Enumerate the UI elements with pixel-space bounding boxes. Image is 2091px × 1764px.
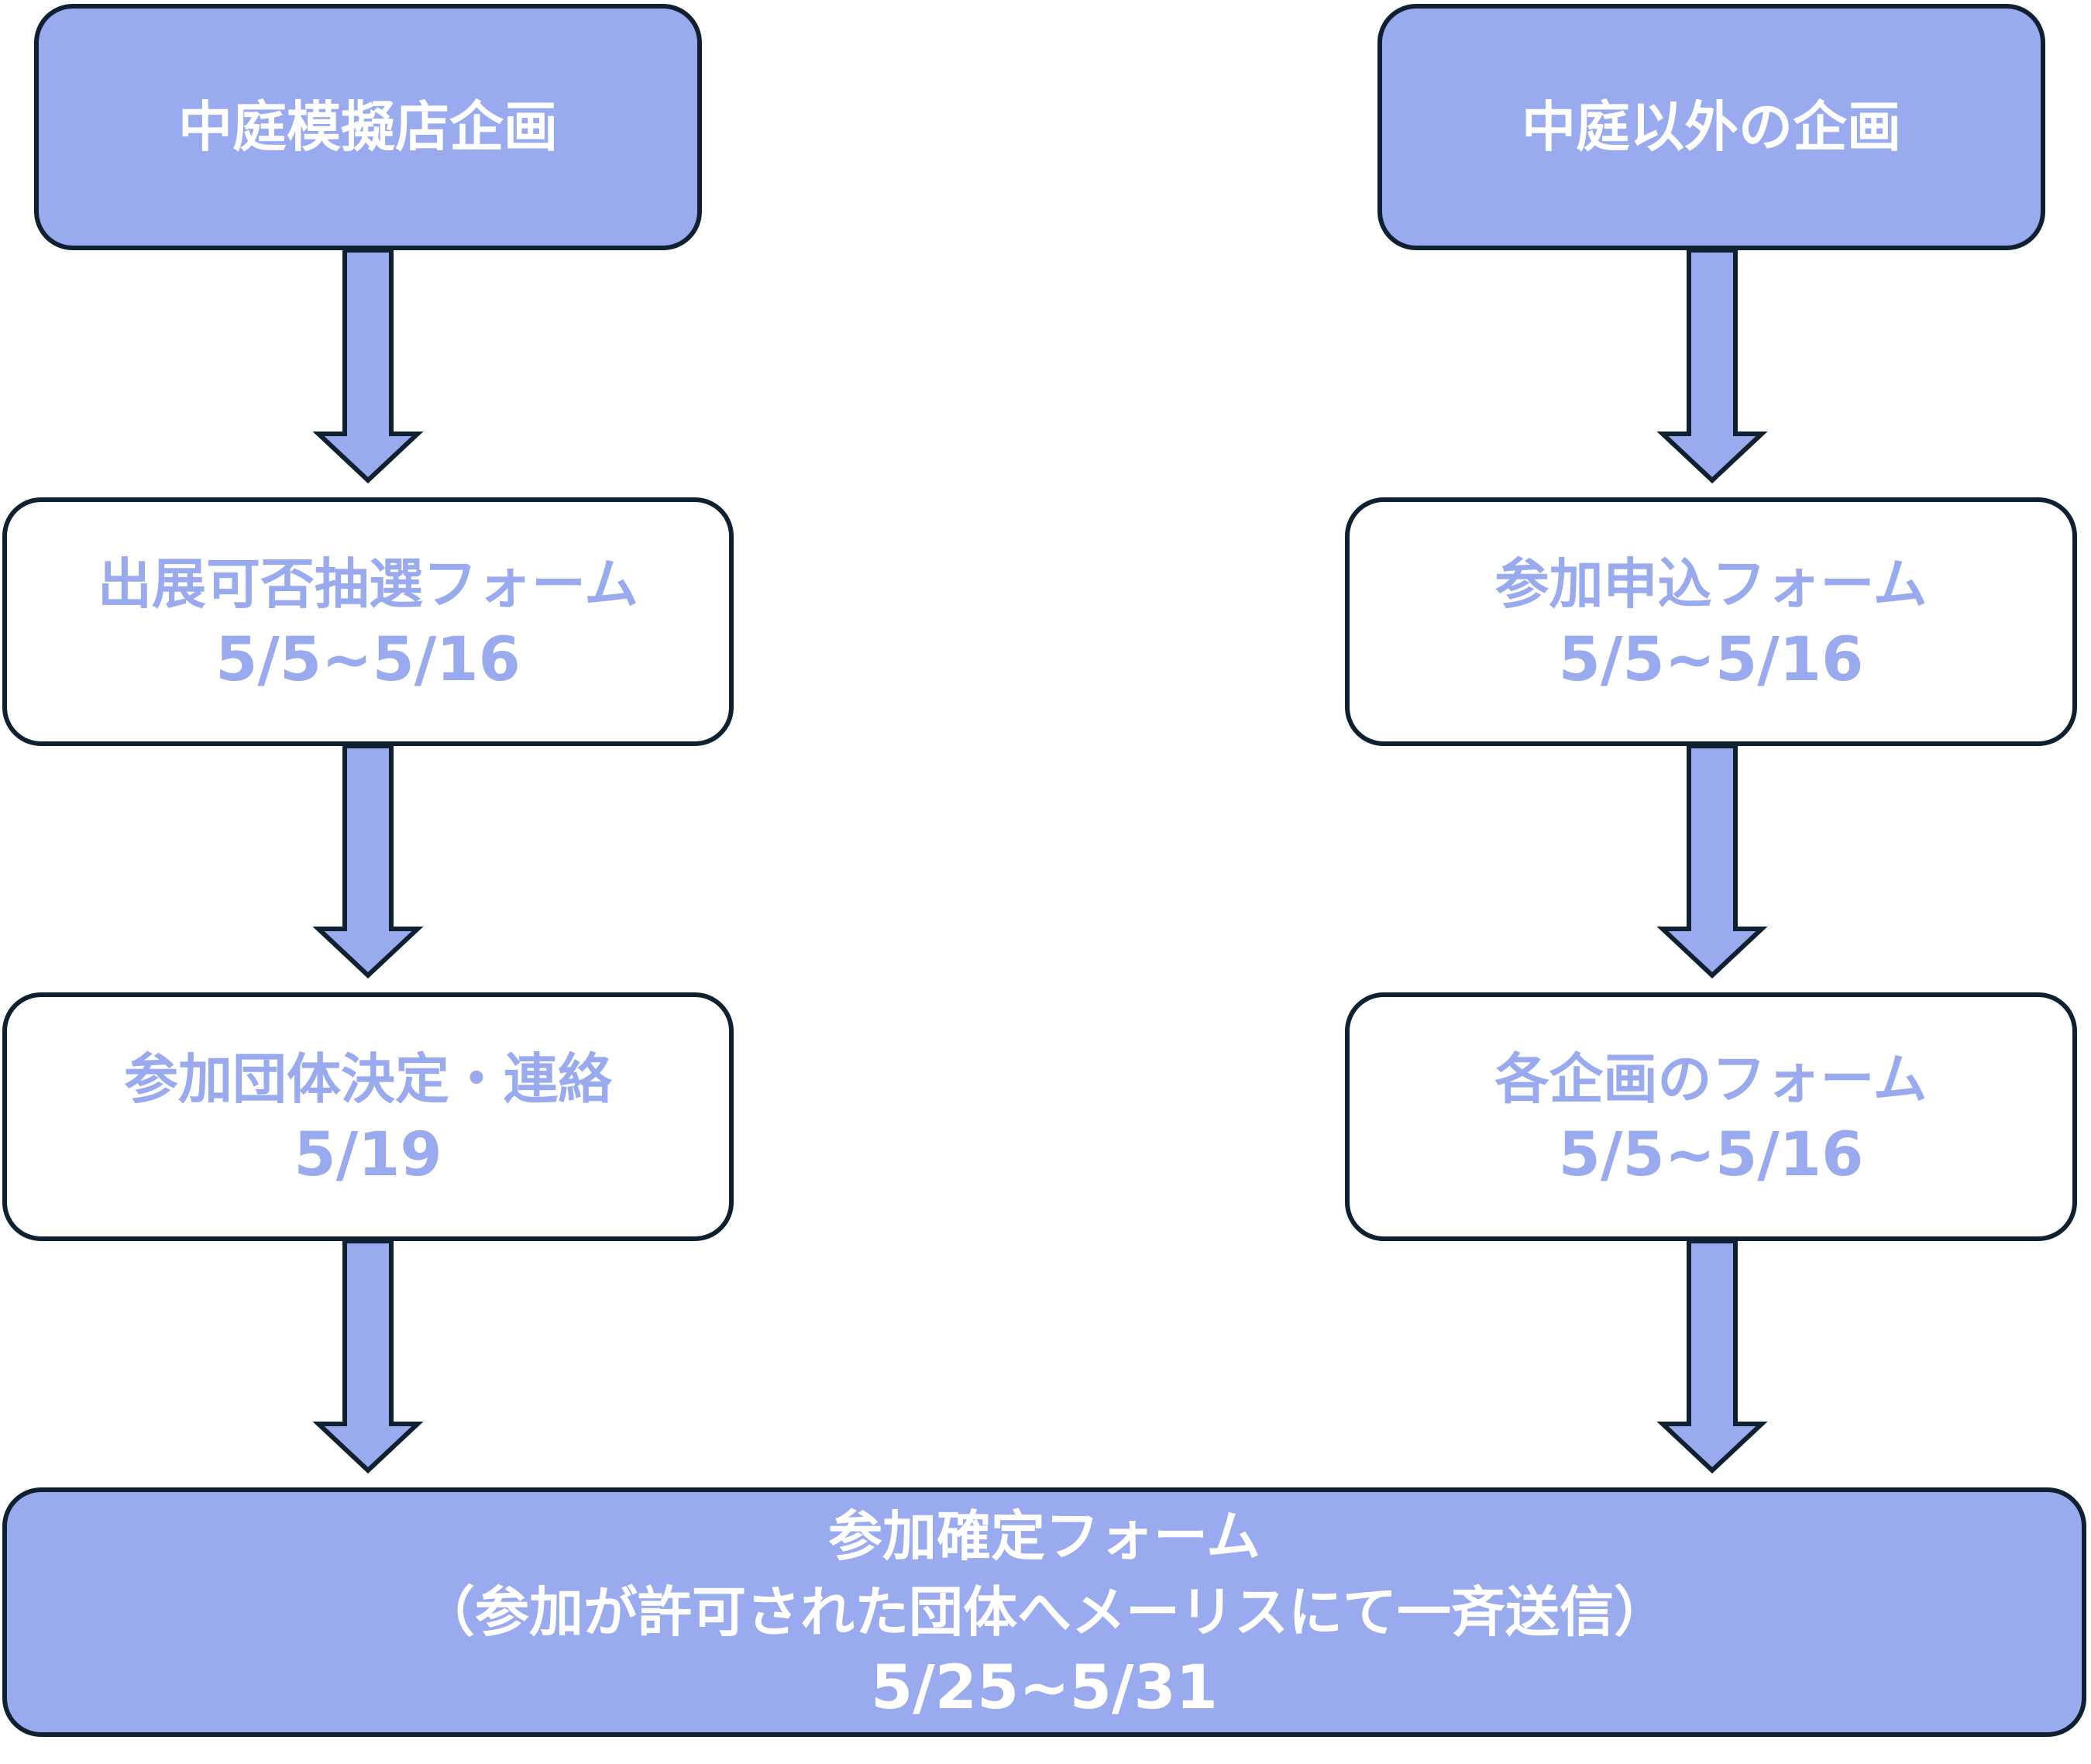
- left-step1-title: 出展可否抽選フォーム: [98, 552, 638, 616]
- final-title: 参加確定フォーム: [828, 1504, 1260, 1568]
- right-step1-date: 5/5~5/16: [1558, 624, 1864, 695]
- arrow-right-2: [1656, 744, 1768, 979]
- right-header-title: 中庭以外の企画: [1522, 95, 1901, 159]
- final-box: 参加確定フォーム （参加が許可された団体へメーリスにて一斉送信） 5/25~5/…: [2, 1487, 2086, 1737]
- arrow-right-3: [1656, 1239, 1768, 1474]
- left-step2-date: 5/19: [294, 1119, 442, 1190]
- right-step1-title: 参加申込フォーム: [1494, 552, 1928, 616]
- left-step1-box: 出展可否抽選フォーム 5/5~5/16: [2, 497, 734, 746]
- right-step1-box: 参加申込フォーム 5/5~5/16: [1345, 497, 2077, 746]
- final-note: （参加が許可された団体へメーリスにて一斉送信）: [421, 1580, 1668, 1644]
- left-step2-box: 参加団体決定・連絡 5/19: [2, 992, 734, 1241]
- final-date: 5/25~5/31: [871, 1653, 1218, 1723]
- right-step2-title: 各企画のフォーム: [1494, 1047, 1928, 1111]
- arrow-left-1: [312, 248, 424, 484]
- left-step1-date: 5/5~5/16: [215, 624, 521, 695]
- arrow-left-2: [312, 744, 424, 979]
- left-header-title: 中庭模擬店企画: [178, 95, 558, 159]
- right-header-box: 中庭以外の企画: [1377, 4, 2045, 250]
- right-step2-box: 各企画のフォーム 5/5~5/16: [1345, 992, 2077, 1241]
- arrow-right-1: [1656, 248, 1768, 484]
- left-step2-title: 参加団体決定・連絡: [124, 1047, 612, 1111]
- left-header-box: 中庭模擬店企画: [34, 4, 702, 250]
- arrow-left-3: [312, 1239, 424, 1474]
- right-step2-date: 5/5~5/16: [1558, 1119, 1864, 1190]
